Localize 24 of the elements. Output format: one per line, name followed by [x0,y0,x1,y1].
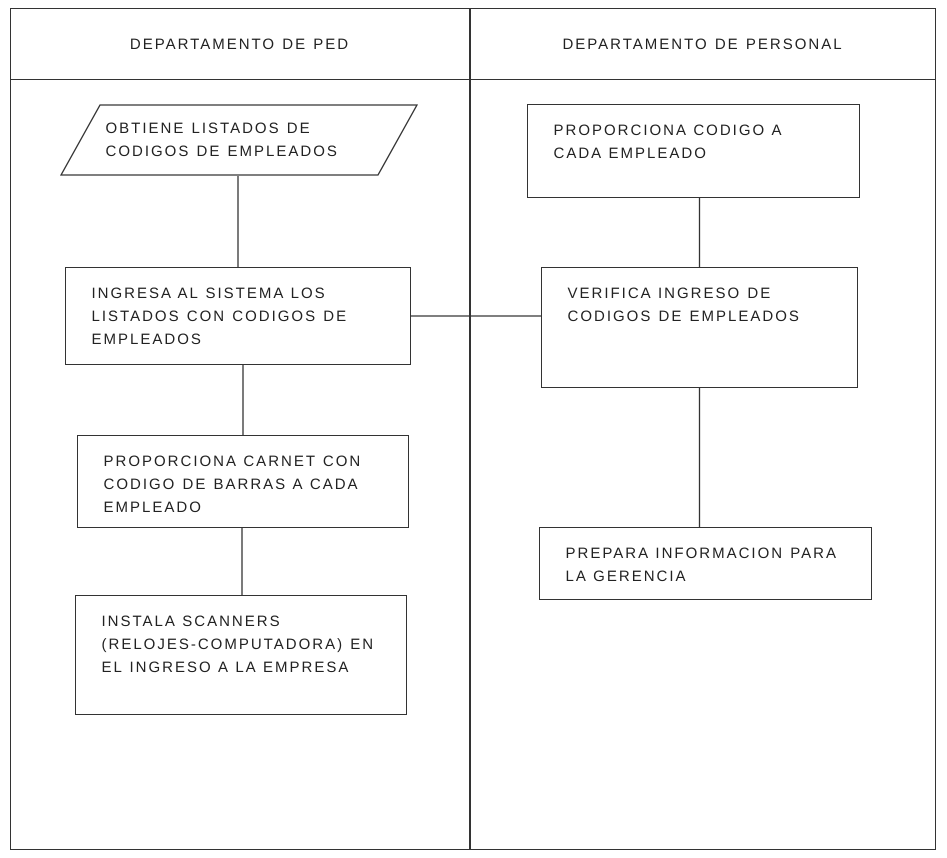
swimlane [10,8,470,850]
step-text: INSTALA SCANNERS (RELOJES-COMPUTADORA) EN EL INGRESO A LA EMPRESA [102,612,376,678]
lane-heading: DEPARTAMENTO DE PERSONAL [471,9,935,80]
process-box [76,434,408,528]
process-box [538,526,872,600]
data-parallelogram [60,104,418,176]
connector-line [237,176,239,267]
connector-line [698,198,700,267]
swimlane [470,8,936,850]
connector-line [698,388,700,527]
connector-line [242,365,244,435]
process-box [64,266,410,364]
step-text: VERIFICA INGRESO DE CODIGOS DE EMPLEADOS [568,284,802,326]
lane-heading: DEPARTAMENTO DE PED [11,9,469,80]
step-text: PROPORCIONA CARNET CON CODIGO DE BARRAS A CADA EMPLEADO [104,452,364,518]
process-box [540,266,858,388]
process-box [74,594,406,714]
connector-line [241,528,243,595]
step-text: OBTIENE LISTADOS DE CODIGOS DE EMPLEADOS [106,118,340,162]
step-text: INGRESA AL SISTEMA LOS LISTADOS CON CODIGOS DE EMPLEADOS [92,284,350,350]
connector-line [411,315,541,317]
step-text: PROPORCIONA CODIGO A CADA EMPLEADO [554,120,784,164]
process-box [526,104,860,198]
step-text: PREPARA INFORMACION PARA LA GERENCIA [566,544,838,586]
